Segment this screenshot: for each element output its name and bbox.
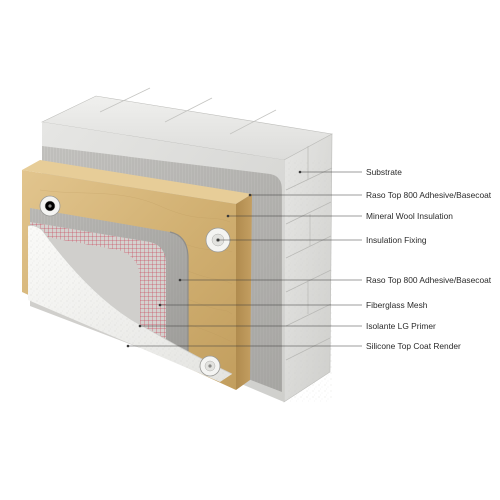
callout-leaders <box>126 170 362 348</box>
insulation-fixing-top-left <box>39 195 61 217</box>
label-fiberglass-mesh: Fiberglass Mesh <box>366 300 428 310</box>
label-mineral-wool: Mineral Wool Insulation <box>366 211 453 221</box>
label-adhesive-basecoat-2: Raso Top 800 Adhesive/Basecoat <box>366 275 492 285</box>
insulation-fixing-bottom <box>199 355 221 377</box>
callout-labels: Substrate Raso Top 800 Adhesive/Basecoat… <box>366 167 492 351</box>
label-substrate: Substrate <box>366 167 402 177</box>
label-primer: Isolante LG Primer <box>366 321 436 331</box>
label-render: Silicone Top Coat Render <box>366 341 461 351</box>
label-insulation-fixing: Insulation Fixing <box>366 235 427 245</box>
label-adhesive-basecoat-1: Raso Top 800 Adhesive/Basecoat <box>366 190 492 200</box>
